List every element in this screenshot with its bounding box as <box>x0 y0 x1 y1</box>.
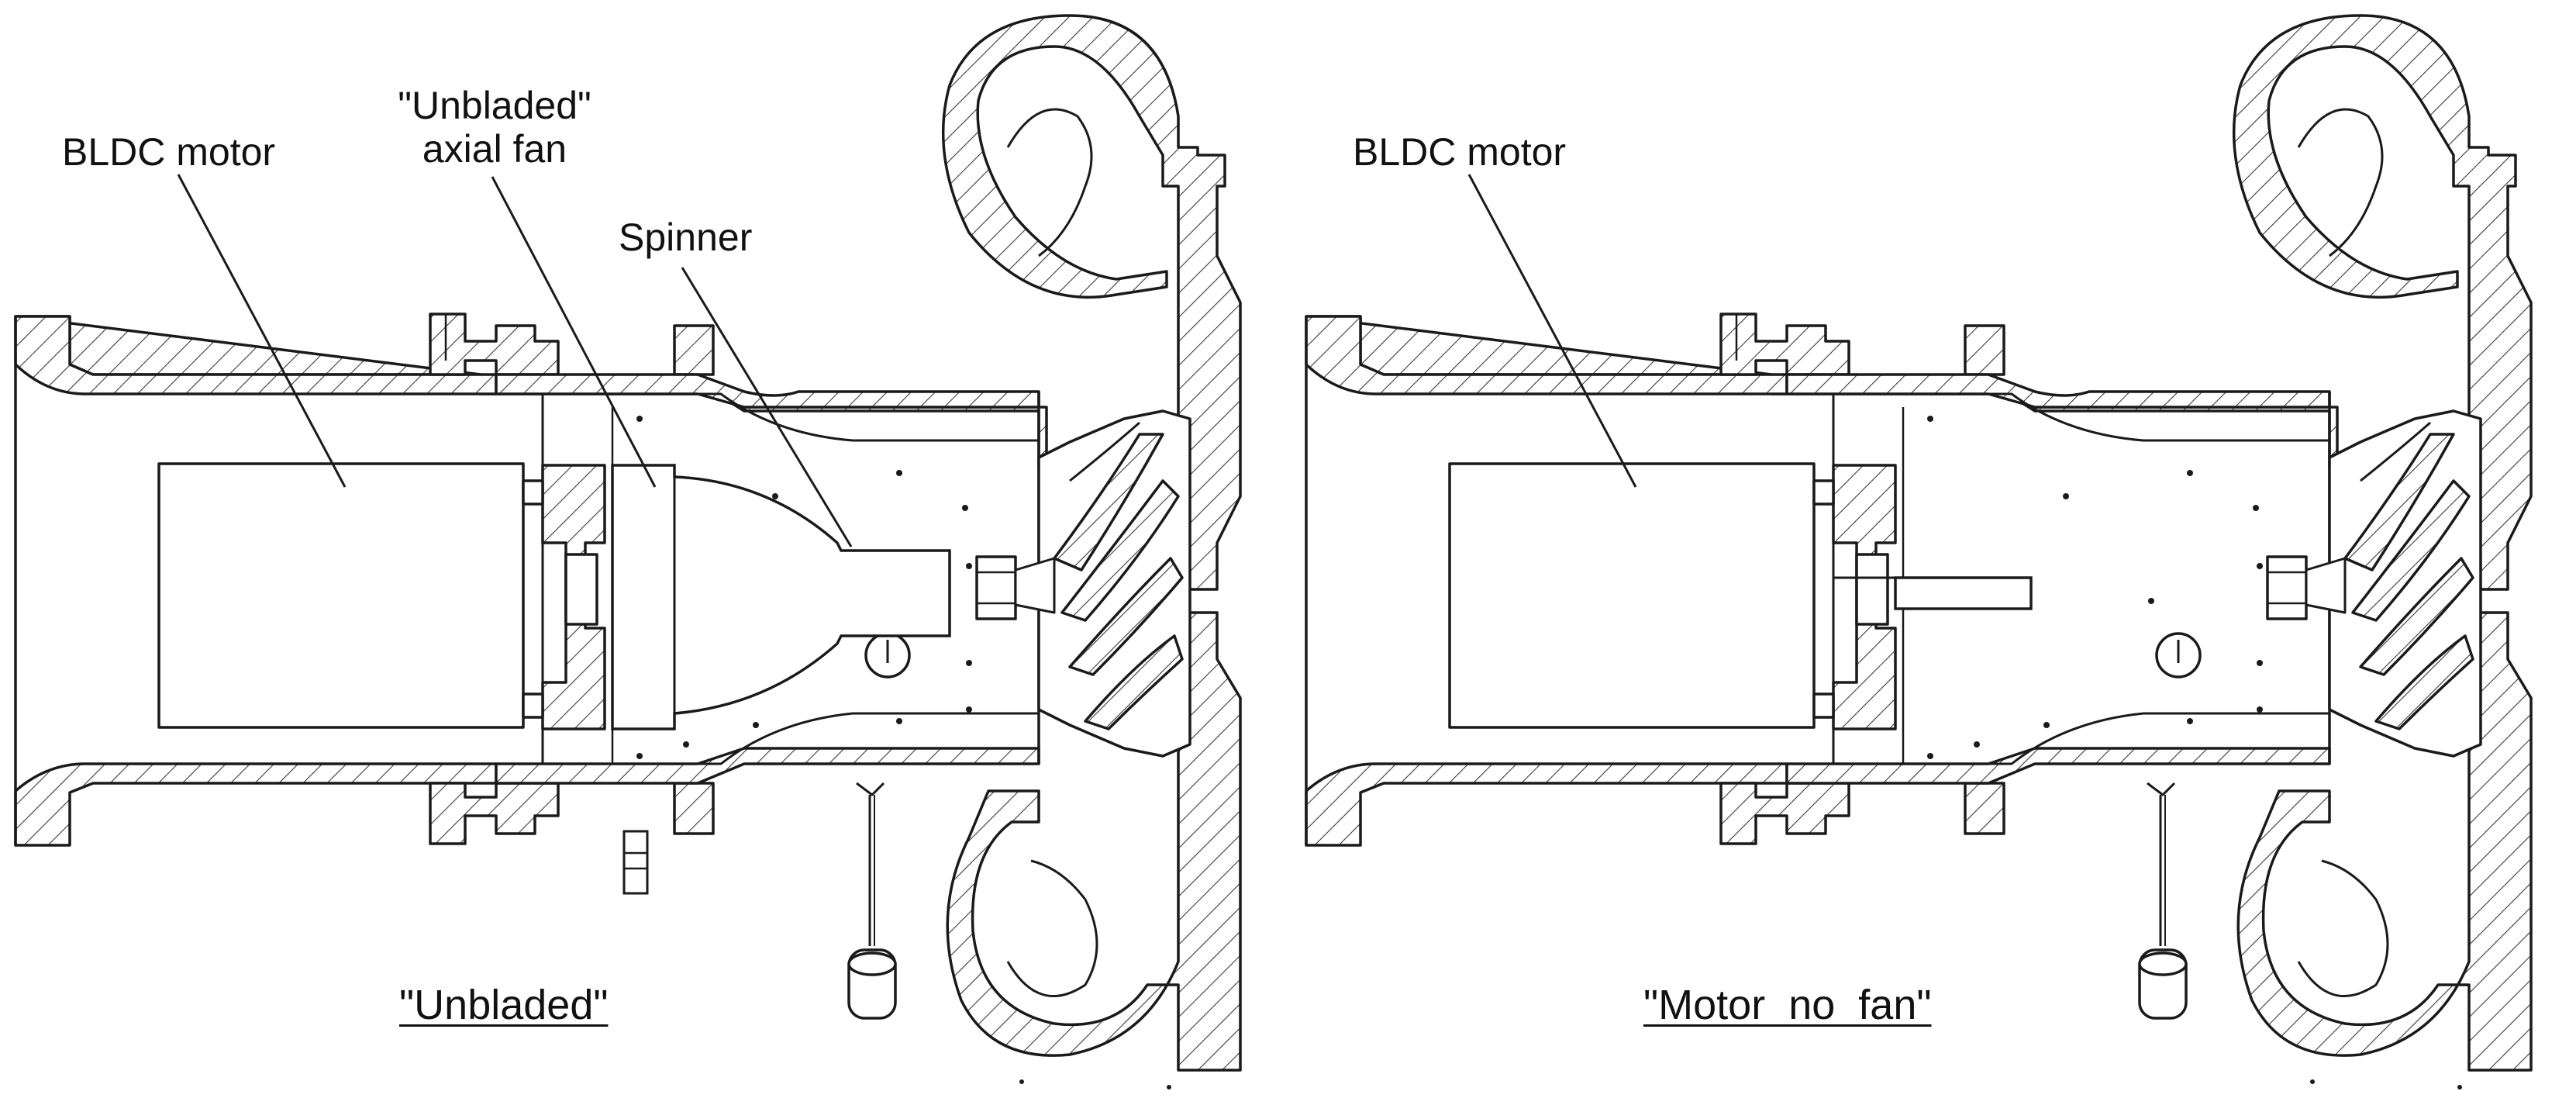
flange-stud <box>622 830 649 895</box>
panel-unbladed <box>14 14 1242 1072</box>
leader-motor <box>1467 174 1637 488</box>
label-fan-line2: axial fan <box>422 127 567 171</box>
label-bldc-motor-right: BLDC motor <box>1353 130 1567 174</box>
label-spinner: Spinner <box>619 216 753 259</box>
leader-motor <box>177 174 347 488</box>
label-unbladed-axial-fan: "Unbladed" axial fan <box>378 84 611 171</box>
motor-shaft <box>1894 576 2033 610</box>
label-bldc-motor: BLDC motor <box>62 130 276 174</box>
caption-motor-no-fan: "Motor no fan" <box>1643 982 1932 1028</box>
caption-unbladed: "Unbladed" <box>399 982 609 1028</box>
leader-spinner <box>681 267 853 547</box>
spinner-body <box>611 464 951 730</box>
label-fan-line1: "Unbladed" <box>398 84 591 127</box>
leader-fan <box>491 176 657 488</box>
panel-motor-no-fan <box>1305 14 2533 1072</box>
